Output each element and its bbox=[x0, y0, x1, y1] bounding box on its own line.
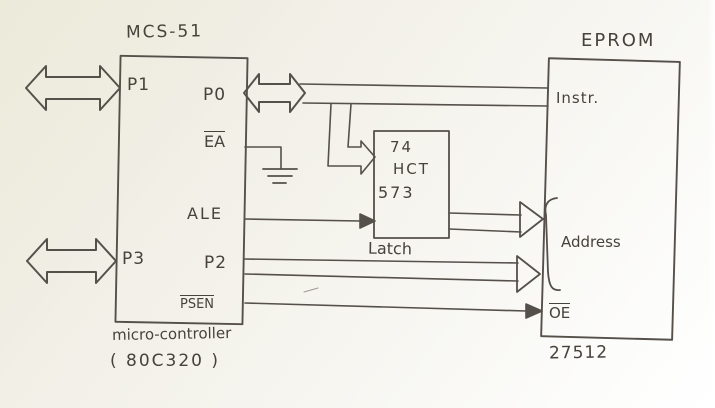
eprom-part-number: 27512 bbox=[548, 342, 609, 364]
latch-chip-line2: HCT bbox=[393, 160, 430, 178]
microcontroller-box bbox=[114, 54, 249, 326]
eprom-title: EPROM bbox=[581, 30, 656, 51]
latch-address-arrow-icon bbox=[519, 201, 544, 238]
latch-out-line-2 bbox=[448, 228, 522, 233]
pin-label-p3: P3 bbox=[122, 249, 146, 269]
eprom-box bbox=[540, 57, 681, 341]
microcontroller-caption: micro-controller bbox=[111, 323, 232, 345]
ale-wire bbox=[244, 218, 361, 222]
pin-label-p2: P2 bbox=[204, 253, 228, 273]
microcontroller-part-number: ( 80C320 ) bbox=[110, 351, 221, 371]
pin-label-p0: P0 bbox=[203, 85, 227, 105]
data-bus-line-2 bbox=[302, 102, 549, 107]
p3-bus-double-arrow-icon bbox=[26, 238, 117, 284]
latch-caption: Latch bbox=[367, 238, 413, 259]
latch-box bbox=[373, 130, 450, 239]
psen-wire bbox=[244, 302, 527, 312]
microcontroller-title: MCS-51 bbox=[125, 21, 204, 43]
eprom-address-label: Address bbox=[561, 233, 621, 251]
p2-line-2 bbox=[244, 273, 519, 282]
psen-arrowhead-icon bbox=[525, 303, 543, 319]
ea-ground-wire bbox=[244, 146, 282, 170]
p2-address-arrow-icon bbox=[516, 255, 541, 293]
ground-icon bbox=[262, 168, 298, 184]
bus-to-latch-bent-arrow-icon bbox=[327, 103, 376, 175]
latch-chip-line3: 573 bbox=[378, 183, 415, 202]
latch-out-line-1 bbox=[448, 212, 522, 216]
p1-bus-double-arrow-icon bbox=[25, 65, 121, 111]
pin-label-ea: EA bbox=[204, 131, 226, 151]
pin-label-oe: OE bbox=[549, 303, 571, 322]
ale-arrowhead-icon bbox=[359, 213, 376, 229]
p2-line-1 bbox=[244, 258, 519, 264]
pin-label-ale: ALE bbox=[187, 204, 223, 223]
data-bus-line-1 bbox=[299, 83, 548, 89]
pin-label-psen: PSEN bbox=[180, 295, 215, 312]
stray-pencil-mark bbox=[303, 287, 319, 293]
p0-bus-double-arrow-icon bbox=[243, 73, 306, 113]
pin-label-p1: P1 bbox=[127, 75, 151, 95]
eprom-instr-label: Instr. bbox=[556, 89, 600, 107]
address-brace bbox=[544, 197, 561, 291]
latch-chip-line1: 74 bbox=[390, 138, 414, 156]
